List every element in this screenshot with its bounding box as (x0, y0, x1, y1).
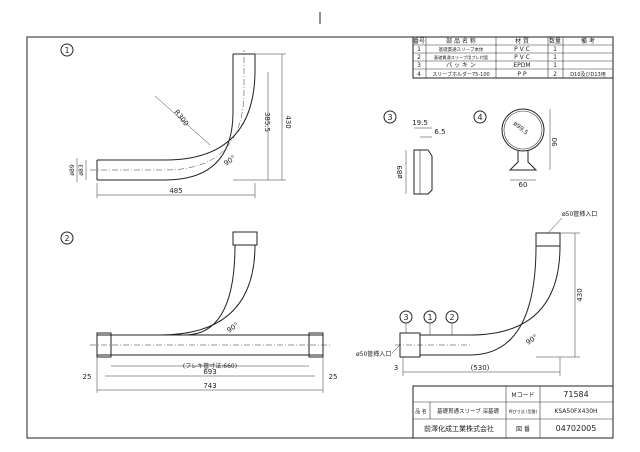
callout-1-text: 1 (427, 313, 432, 322)
assembly-width-693: 693 (203, 368, 216, 376)
holder-leg (508, 151, 538, 171)
installed-bend-inner (420, 245, 537, 356)
elbow-dia-89: ø89 (69, 164, 76, 175)
elbow-inner-wall (97, 54, 234, 181)
installed-width-530: (530) (471, 364, 490, 372)
parts-header-material: 材 質 (515, 37, 529, 45)
parts-row2-name: 基礎貫通スリーブ用ブレ付管 (434, 54, 488, 61)
assembly-side-25-right: 25 (329, 373, 338, 381)
name-label: 品 名 (415, 408, 427, 415)
parts-row4-qty: 2 (553, 71, 557, 78)
holder-height-90: 90 (551, 138, 559, 147)
parts-row3-qty: 1 (553, 62, 557, 69)
parts-header-qty: 数量 (549, 37, 561, 45)
parts-header-name: 部 品 名 称 (446, 37, 476, 45)
view-1-marker (60, 43, 74, 57)
view-2-number: 2 (64, 234, 69, 243)
packing-dia-89: ø89 (396, 165, 404, 178)
parts-row1-no: 1 (417, 46, 421, 53)
parts-header-no: 番号 (413, 38, 425, 45)
packing-dim-19-5: 19.5 (412, 119, 428, 127)
company-name: 前澤化成工業株式会社 (424, 424, 494, 433)
parts-row2-no: 2 (417, 54, 421, 61)
parts-row3-no: 3 (417, 62, 421, 69)
parts-row1-material: P V C (514, 46, 530, 53)
view-3-number: 3 (387, 113, 392, 122)
view-5-installed: ø50管挿入口 90° 3 1 2 ø50管挿入口 430 (530) 3 (356, 210, 597, 376)
code-value: 71584 (563, 390, 588, 399)
view-4-number: 4 (477, 113, 482, 122)
elbow-dia-83: ø83 (78, 164, 85, 175)
parts-row2-qty: 1 (553, 54, 557, 61)
assembly-flex-dim: (フレキ管寸法:660) (183, 362, 237, 370)
elbow-height-430: 430 (284, 115, 292, 128)
assembly-top-socket (232, 231, 258, 246)
elbow-outer-wall (97, 54, 256, 161)
view-1-elbow: 1 R300 90° 385.5 430 ø89 ø83 485 (60, 43, 292, 198)
holder-width-60: 60 (519, 181, 528, 189)
packing-dim-6-5: 6.5 (434, 128, 445, 136)
parts-row3-material: EPDM (513, 62, 530, 69)
parts-row3-name: パ ッ キ ン (446, 62, 476, 69)
installed-bend-outer (420, 245, 561, 336)
parts-row4-name: スリーブホルダー75-100 (432, 71, 489, 78)
view-4-marker (473, 110, 487, 124)
name-value: 基礎貫通スリーブ 深基礎 (437, 407, 499, 415)
assembly-bend-inner (184, 244, 236, 336)
view-3-marker (383, 110, 397, 124)
parts-row4-material: P P (517, 71, 527, 78)
assembly-width-743: 743 (203, 382, 216, 390)
drawing-number: 04702005 (556, 424, 597, 433)
view-3-packing: 3 19.5 6.5 ø89 (383, 110, 446, 195)
installed-offset-3: 3 (394, 364, 398, 372)
view-2-marker (60, 231, 74, 245)
view-1-number: 1 (64, 46, 69, 55)
title-block: Mコード 71584 品 名 基礎貫通スリーブ 深基礎 呼び寸法 (型番) KS… (412, 385, 614, 439)
parts-row4-no: 4 (417, 71, 421, 78)
installed-height-430: 430 (576, 288, 584, 301)
installed-top-label: ø50管挿入口 (562, 210, 597, 218)
callout-3-text: 3 (403, 313, 408, 322)
assembly-side-25-left: 25 (83, 373, 92, 381)
holder-ring (501, 108, 545, 152)
elbow-width-485: 485 (169, 187, 182, 195)
assembly-bend-outer (159, 244, 256, 336)
drawing-border (26, 36, 614, 439)
installed-left-label: ø50管挿入口 (356, 350, 391, 358)
code-label: Mコード (511, 392, 534, 399)
parts-row1-qty: 1 (553, 46, 557, 53)
parts-row2-material: P V C (514, 54, 530, 61)
model-label: 呼び寸法 (型番) (509, 408, 538, 414)
parts-row4-note: D10及びD13用 (570, 71, 605, 78)
callout-2-text: 2 (449, 313, 454, 322)
elbow-height-385: 385.5 (263, 112, 271, 132)
packing-profile (413, 149, 433, 195)
parts-table: 番号 部 品 名 称 材 質 数量 備 考 1 基礎貫通スリーブ本体 P V C… (412, 36, 614, 79)
parts-header-note: 備 考 (581, 37, 595, 45)
parts-row1-name: 基礎貫通スリーブ本体 (439, 46, 484, 53)
drawing-label: 図 番 (516, 426, 530, 433)
model-value: KSA50FX430H (554, 408, 597, 415)
